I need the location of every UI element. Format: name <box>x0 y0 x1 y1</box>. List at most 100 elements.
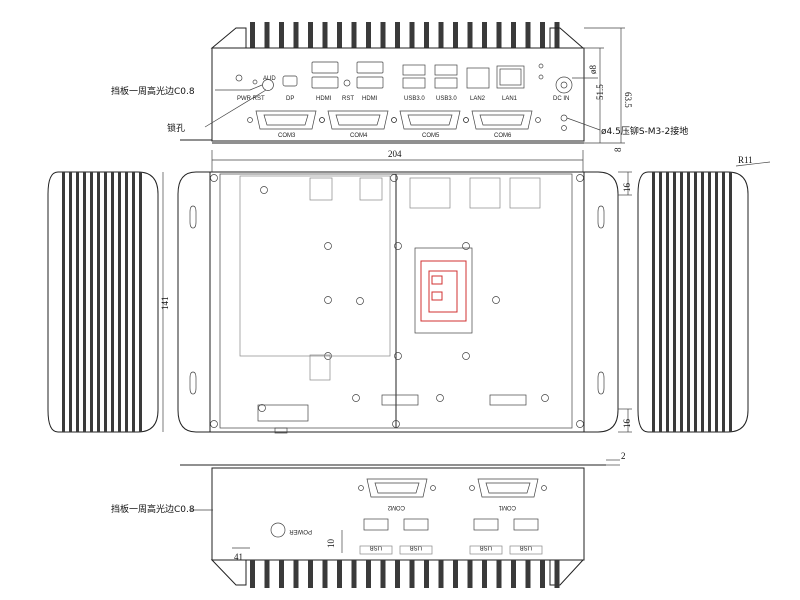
fin <box>673 172 676 432</box>
usb3-port-4 <box>434 77 458 89</box>
fin <box>366 560 371 588</box>
fin <box>554 560 560 588</box>
dim-radius: R11 <box>738 155 753 165</box>
fin <box>83 172 86 432</box>
fin <box>540 22 545 48</box>
fin <box>482 22 487 48</box>
mount-slot-br <box>597 371 605 395</box>
screw-hole <box>492 296 500 304</box>
fin <box>139 172 142 432</box>
right-mount-flange <box>583 171 619 433</box>
power-button <box>270 522 286 538</box>
cpu-heat-block <box>414 247 473 334</box>
screw-hole <box>324 242 332 250</box>
label-usb3-1: USB3.0 <box>404 96 425 102</box>
dim-depth: 63.5 <box>623 92 633 108</box>
dim-tab-top: 16 <box>622 183 632 193</box>
screw-hole <box>392 420 400 428</box>
hdmi-port-upper <box>311 61 339 74</box>
note-standoff: ø4.5压铆S-M3-2接地 <box>601 125 688 137</box>
screw-hole <box>576 420 584 428</box>
fin <box>62 172 65 432</box>
fin <box>453 22 458 48</box>
top-view: 204 141 <box>47 149 771 434</box>
front-view: AUD PWR RST DP HDMI RST HDMI USB3.0 USB3… <box>111 22 688 152</box>
dim-rear-41: 41 <box>234 552 243 562</box>
usb3-port-3 <box>434 64 458 76</box>
fin <box>467 22 473 48</box>
right-side-heatsink <box>637 171 749 433</box>
fin <box>722 172 725 432</box>
fin <box>496 560 502 588</box>
hdmi-port-upper-2 <box>356 61 384 74</box>
fin <box>264 560 270 588</box>
fin <box>424 22 429 48</box>
screw-hole <box>394 242 402 250</box>
ground-standoff <box>560 114 568 122</box>
fin <box>118 172 121 432</box>
fin <box>687 172 690 432</box>
pwr-rst-led <box>252 79 258 85</box>
chassis-top <box>209 171 585 433</box>
cpu-die-outline <box>420 260 467 322</box>
fin <box>666 172 669 432</box>
label-hdmi-1: HDMI <box>316 96 332 102</box>
fin <box>250 22 255 48</box>
fin <box>395 22 400 48</box>
screw-hole <box>541 394 549 402</box>
front-com-port <box>255 110 317 130</box>
mount-slot-bl <box>189 371 197 395</box>
fin <box>525 22 531 48</box>
fin <box>496 22 502 48</box>
mount-slot-tl <box>189 205 197 229</box>
dc-in-jack <box>555 76 573 94</box>
mount-slot-tr <box>597 205 605 229</box>
fin <box>652 172 655 432</box>
label-hdmi-2: HDMI <box>362 96 378 102</box>
screw-hole <box>462 352 470 360</box>
fin <box>511 560 516 588</box>
screw-hole <box>462 242 470 250</box>
note-lock-hole: 锁孔 <box>167 122 185 134</box>
fin <box>351 560 357 588</box>
fin <box>293 22 299 48</box>
fin <box>694 172 697 432</box>
top-screws <box>210 174 584 428</box>
fin <box>279 22 284 48</box>
fin <box>409 22 415 48</box>
label-rear-usb: USB <box>520 544 532 550</box>
front-com-port <box>399 110 461 130</box>
fin <box>293 560 299 588</box>
fin <box>322 560 328 588</box>
rear-com-port <box>366 478 428 498</box>
dim-rear-ten: 10 <box>326 539 336 549</box>
fin <box>279 560 284 588</box>
fin <box>111 172 114 432</box>
fin <box>540 560 545 588</box>
dim-front-gap: 8 <box>613 147 623 152</box>
fin <box>409 560 415 588</box>
hdmi-port-lower <box>311 76 339 89</box>
fin <box>659 172 662 432</box>
label-rear-usb: USB <box>370 544 382 550</box>
label-dp: DP <box>286 96 294 102</box>
label-power: POWER <box>289 528 312 534</box>
label-rear-com: COM1 <box>498 504 516 510</box>
label-dc-in: DC IN <box>553 96 569 102</box>
fin <box>424 560 429 588</box>
label-front-com: COM3 <box>278 133 296 139</box>
note-chamfer-front: 挡板一周高光边C0.8 <box>111 85 195 97</box>
hdmi-port-lower-2 <box>356 76 384 89</box>
fin <box>453 560 458 588</box>
screw-hole <box>352 394 360 402</box>
fin <box>337 560 342 588</box>
hdd-led <box>538 74 544 80</box>
fin <box>132 172 135 432</box>
screw-hole <box>436 394 444 402</box>
label-rear-usb: USB <box>410 544 422 550</box>
left-mount-flange <box>177 171 211 433</box>
usb3-port-1 <box>402 64 426 76</box>
screw-hole <box>210 420 218 428</box>
